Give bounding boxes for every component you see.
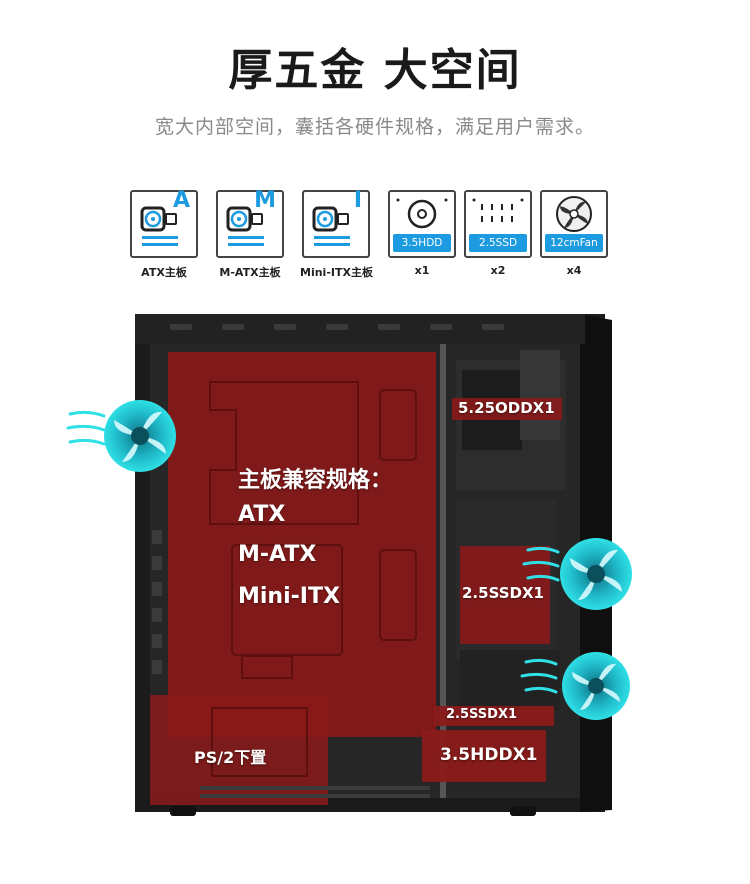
spec-icons-row: A ATX主板 M M-ATX主板 bbox=[128, 188, 610, 290]
motherboard-icon: M bbox=[216, 188, 284, 258]
motherboard-icon: A bbox=[130, 188, 198, 258]
motherboard-heading: 主板兼容规格： bbox=[238, 468, 393, 493]
icon-label: Mini-ITX主板 bbox=[300, 266, 373, 279]
label-ssd-lower: 2.5SSDX1 bbox=[446, 707, 518, 722]
hdd-icon: 3.5HDD bbox=[388, 190, 456, 258]
label-psu: PS/2下置 bbox=[194, 748, 267, 767]
fan-icon bbox=[560, 538, 632, 610]
icon-tag: 12cmFan bbox=[545, 234, 603, 252]
page-title: 厚五金 大空间 bbox=[228, 45, 522, 96]
page-subtitle: 宽大内部空间，囊括各硬件规格，满足用户需求。 bbox=[154, 116, 595, 138]
label-hdd: 3.5HDDX1 bbox=[440, 745, 538, 765]
spec-miniitx: Mini-ITX bbox=[238, 584, 340, 609]
icon-tag: 2.5SSD bbox=[469, 234, 527, 252]
icon-label: x2 bbox=[490, 264, 506, 277]
icon-item-matx: M M-ATX主板 bbox=[214, 188, 286, 280]
ssd-icon: 2.5SSD bbox=[464, 190, 532, 258]
icon-label: ATX主板 bbox=[141, 266, 187, 279]
label-ssd-upper: 2.5SSDX1 bbox=[462, 584, 544, 602]
icon-item-hdd: 3.5HDD x1 bbox=[386, 190, 458, 277]
icon-label: x4 bbox=[566, 264, 582, 277]
case-illustration: 主板兼容规格： ATX M-ATX Mini-ITX 5.25ODDX1 2.5… bbox=[0, 300, 750, 884]
motherboard-icon: I bbox=[302, 188, 370, 258]
icon-item-atx: A ATX主板 bbox=[128, 188, 200, 280]
icon-tag: 3.5HDD bbox=[393, 234, 451, 252]
icon-label: x1 bbox=[414, 264, 430, 277]
icon-letter: M bbox=[254, 188, 276, 213]
label-odd: 5.25ODDX1 bbox=[458, 399, 555, 417]
icon-label: M-ATX主板 bbox=[219, 266, 281, 279]
fan-icon bbox=[104, 400, 176, 472]
icon-item-fan: 12cmFan x4 bbox=[538, 190, 610, 277]
icon-letter: I bbox=[353, 188, 362, 213]
spec-atx: ATX bbox=[238, 502, 286, 527]
icon-letter: A bbox=[172, 188, 190, 213]
fan-icon: 12cmFan bbox=[540, 190, 608, 258]
icon-item-ssd: 2.5SSD x2 bbox=[462, 190, 534, 277]
spec-matx: M-ATX bbox=[238, 542, 317, 567]
fan-icon bbox=[562, 652, 630, 720]
icon-item-miniitx: I Mini-ITX主板 bbox=[300, 188, 373, 280]
